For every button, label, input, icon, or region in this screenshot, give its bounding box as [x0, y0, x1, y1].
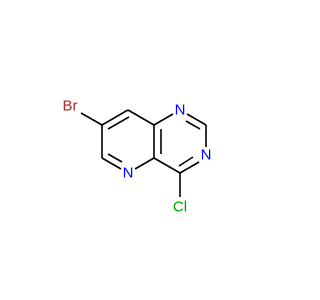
chemical-structure: Br N N N Cl — [63, 98, 212, 216]
bond-n3-c4 — [179, 161, 200, 174]
atom-labels: Br N N N Cl — [63, 98, 212, 216]
atom-n1-label: N — [175, 102, 186, 119]
bond-c8a-n1 — [153, 113, 174, 126]
atom-br-label: Br — [63, 98, 78, 115]
bond-br-c7 — [80, 112, 103, 126]
bond-c7-c8-inner — [107, 116, 130, 130]
bond-n1-c2 — [186, 113, 207, 126]
bond-n5-c6-inner — [107, 153, 123, 163]
bond-n5-c6 — [101, 157, 122, 170]
bond-c7-c8 — [101, 109, 129, 126]
bond-n1-c2-inner — [185, 120, 201, 130]
bond-c4a-n5 — [134, 157, 155, 170]
atom-n5-label: N — [123, 165, 134, 182]
bond-c8-c8a — [127, 109, 155, 126]
bond-n3-c4-inner — [178, 156, 194, 167]
atom-cl-label: Cl — [173, 199, 187, 216]
bond-c4-c4a — [153, 157, 181, 174]
atom-n3-label: N — [201, 147, 212, 164]
bond-lines — [80, 109, 207, 197]
